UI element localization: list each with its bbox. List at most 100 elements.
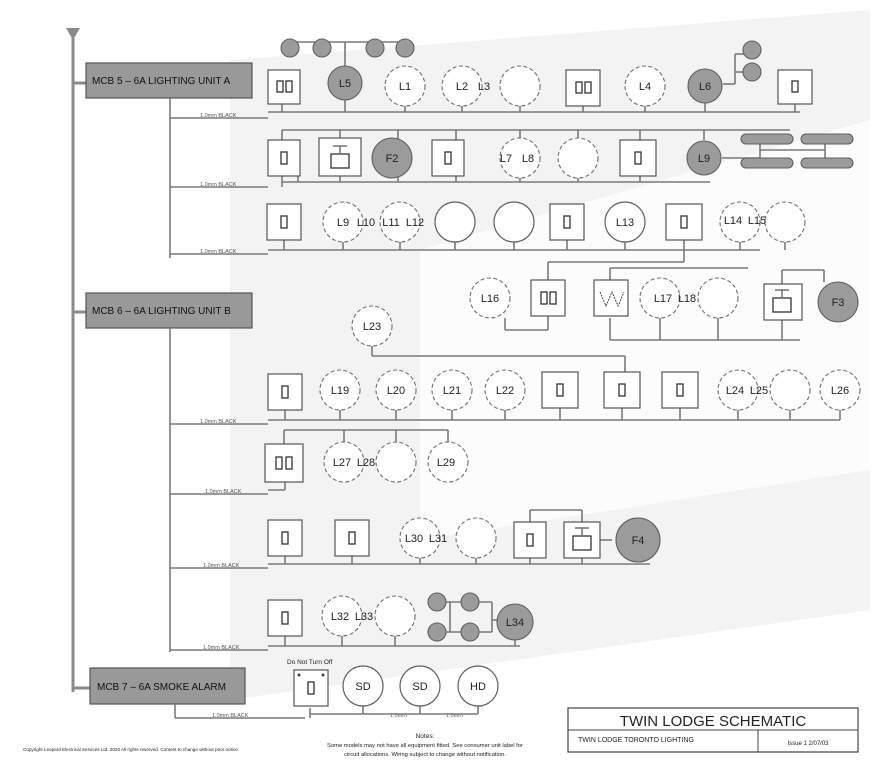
light-l33-label: L33	[355, 611, 373, 623]
light-l33: L33	[355, 595, 416, 637]
light-l8: L8	[522, 137, 599, 179]
single-switch-15	[267, 599, 303, 637]
light-l9b-label: L9	[337, 217, 349, 229]
cable-label-1: 1.0mm BLACK	[200, 113, 237, 119]
light-l13-label: L13	[616, 217, 634, 229]
light-l30: L30	[399, 517, 441, 559]
ceiling-spots-group-3	[427, 592, 480, 642]
light-l2-label: L2	[456, 81, 468, 93]
single-switch-14	[513, 521, 547, 559]
fan-f4: F4	[615, 517, 661, 563]
light-l27-label: L27	[333, 457, 351, 469]
light-l20: L20	[375, 369, 417, 411]
light-l25: L25	[750, 369, 811, 411]
mcb-5-label: MCB 5 – 6A LIGHTING UNIT A	[92, 76, 231, 87]
light-l1: L1	[384, 65, 426, 107]
row-7-wiring	[268, 509, 650, 565]
light-l19-label: L19	[331, 385, 349, 397]
light-l29-label: L29	[437, 457, 455, 469]
light-l12-label: L12	[406, 217, 424, 229]
light-l9b: L9	[322, 201, 364, 243]
light-l7: L7	[499, 137, 541, 179]
light-l1-label: L1	[399, 81, 411, 93]
light-l32: L32	[321, 595, 363, 637]
smoke-detector-1-label: SD	[355, 681, 370, 693]
light-l6-label: L6	[699, 81, 711, 93]
double-switch-4	[264, 443, 304, 483]
light-l19: L19	[319, 369, 361, 411]
heat-detector-label: HD	[470, 681, 486, 693]
light-l10-label: L10	[357, 217, 375, 229]
row-4-wiring	[504, 267, 825, 341]
light-l34: L34	[496, 603, 534, 641]
main-bus	[66, 28, 90, 692]
light-l14-label: L14	[724, 215, 742, 227]
fan-isolator-3	[563, 521, 601, 559]
light-l28-label: L28	[357, 457, 375, 469]
light-l16: L16	[469, 277, 511, 319]
light-l18-label: L18	[678, 293, 696, 305]
light-l29: L29	[427, 441, 469, 483]
light-l26-label: L26	[831, 385, 849, 397]
single-switch-3	[431, 139, 465, 177]
notes-line-1: Some models may not have all equipment f…	[327, 743, 523, 749]
light-l17: L17	[639, 277, 681, 319]
cable-label-4: 1.0mm BLACK	[200, 419, 237, 425]
double-switch-1	[267, 69, 301, 105]
light-l5: L5	[327, 65, 363, 101]
mcb-6-label: MCB 6 – 6A LIGHTING UNIT B	[92, 306, 231, 317]
single-switch-6	[549, 203, 585, 241]
title-block: TWIN LODGE SCHEMATIC TWIN LODGE TORONTO …	[567, 707, 859, 753]
strip-lights	[740, 133, 854, 169]
cable-label-10: 1.0mm	[446, 713, 463, 719]
light-l18: L18	[678, 277, 739, 319]
light-l34-label: L34	[506, 617, 524, 629]
single-switch-12	[267, 519, 303, 557]
light-l23: L23	[351, 305, 393, 347]
single-switch-2	[267, 139, 301, 177]
light-l17-label: L17	[654, 293, 672, 305]
light-l13: L13	[604, 201, 646, 243]
fan-f2: F2	[371, 137, 413, 179]
light-l24-label: L24	[726, 385, 744, 397]
light-l3: L3	[478, 65, 541, 107]
cable-label-5: 1.0mm BLACK	[205, 489, 242, 495]
light-l5-label: L5	[339, 78, 351, 90]
cable-label-3: 1.0mm BLACK	[200, 249, 237, 255]
notes-line-2: circuit allocations. Wiring subject to c…	[344, 752, 506, 758]
cable-labels: 1.0mm BLACK 1.0mm BLACK 1.0mm BLACK 1.0m…	[200, 113, 463, 719]
cable-label-9: 1.0mm	[390, 713, 407, 719]
single-switch-1	[777, 69, 813, 105]
light-l6: L6	[687, 68, 723, 104]
light-l25-label: L25	[750, 385, 768, 397]
mcb-6-box: MCB 6 – 6A LIGHTING UNIT B	[85, 292, 253, 329]
light-l4-label: L4	[639, 81, 651, 93]
smoke-detector-2: SD	[399, 665, 441, 707]
smoke-alarm-wiring	[309, 706, 479, 718]
light-l26: L26	[819, 369, 861, 411]
fan-f3-label: F3	[832, 297, 845, 309]
row-5-wiring	[268, 408, 841, 421]
light-l9-label: L9	[698, 153, 710, 165]
light-l22: L22	[484, 369, 526, 411]
cable-label-6: 1.0mm BLACK	[203, 563, 240, 569]
single-switch-13	[334, 519, 370, 557]
fan-isolator-2	[763, 283, 803, 321]
fan-isolator-1	[318, 137, 362, 177]
light-l15-label: L15	[748, 215, 766, 227]
light-l15: L15	[748, 201, 806, 243]
single-switch-9	[541, 371, 579, 409]
light-l30-label: L30	[405, 533, 423, 545]
mcb-5-box: MCB 5 – 6A LIGHTING UNIT A	[85, 62, 253, 99]
light-l23-label: L23	[363, 321, 381, 333]
notes: Notes: Some models may not have all equi…	[327, 733, 523, 758]
fan-f4-label: F4	[632, 535, 645, 547]
light-l28: L28	[357, 441, 417, 483]
light-l32-label: L32	[331, 611, 349, 623]
light-l10: L10	[357, 201, 421, 243]
cable-label-7: 1.0mm BLACK	[203, 645, 240, 651]
cable-label-2: 1.0mm BLACK	[200, 182, 237, 188]
circuit-feeders	[169, 98, 305, 719]
light-l27: L27	[323, 441, 365, 483]
